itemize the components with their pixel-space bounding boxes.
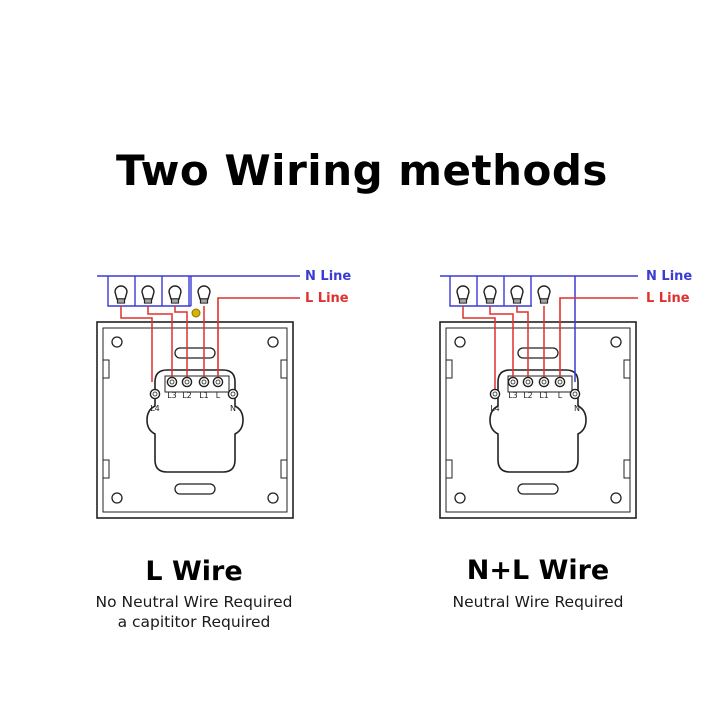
left-diagram: L4 L3 L2 L1 L N N Line L Line <box>96 269 351 519</box>
right-l-line <box>559 297 638 382</box>
lamp-icon <box>483 285 497 304</box>
terminal-label: L2 <box>182 391 192 400</box>
lamp-icon <box>168 285 182 304</box>
terminal-label: L4 <box>150 404 160 413</box>
l-wire-subtitle: No Neutral Wire Required <box>95 593 293 611</box>
nl-wire-subtitle: Neutral Wire Required <box>452 593 624 611</box>
terminal-label: L <box>558 391 563 400</box>
n-line-label: N Line <box>305 269 351 284</box>
terminal-label: L4 <box>490 404 500 413</box>
l-line-label: L Line <box>646 291 690 306</box>
lamp-icon <box>456 285 470 304</box>
terminal-label: L3 <box>508 391 518 400</box>
terminal-label: N <box>574 404 580 413</box>
l-line-label: L Line <box>305 291 349 306</box>
left-l-line <box>217 297 300 382</box>
right-diagram: L4 L3 L2 L1 L N N Line L Line <box>439 269 692 519</box>
lamp-icon <box>141 285 155 304</box>
l-wire-subtitle-2: a capititor Required <box>117 613 271 631</box>
lamp-icon <box>510 285 524 304</box>
lamp-icon <box>114 285 128 304</box>
terminal-label: L1 <box>199 391 209 400</box>
page-title: Two Wiring methods <box>116 146 608 195</box>
terminal-label: N <box>230 404 236 413</box>
terminal-label: L2 <box>523 391 533 400</box>
terminal-label: L1 <box>539 391 549 400</box>
lamp-icon <box>197 285 211 304</box>
l-wire-title: L Wire <box>145 556 243 587</box>
capacitor-icon <box>191 308 201 318</box>
n-line-label: N Line <box>646 269 692 284</box>
lamp-icon <box>537 285 551 304</box>
terminal-label: L <box>216 391 221 400</box>
terminal-label: L3 <box>167 391 177 400</box>
nl-wire-title: N+L Wire <box>466 555 610 586</box>
